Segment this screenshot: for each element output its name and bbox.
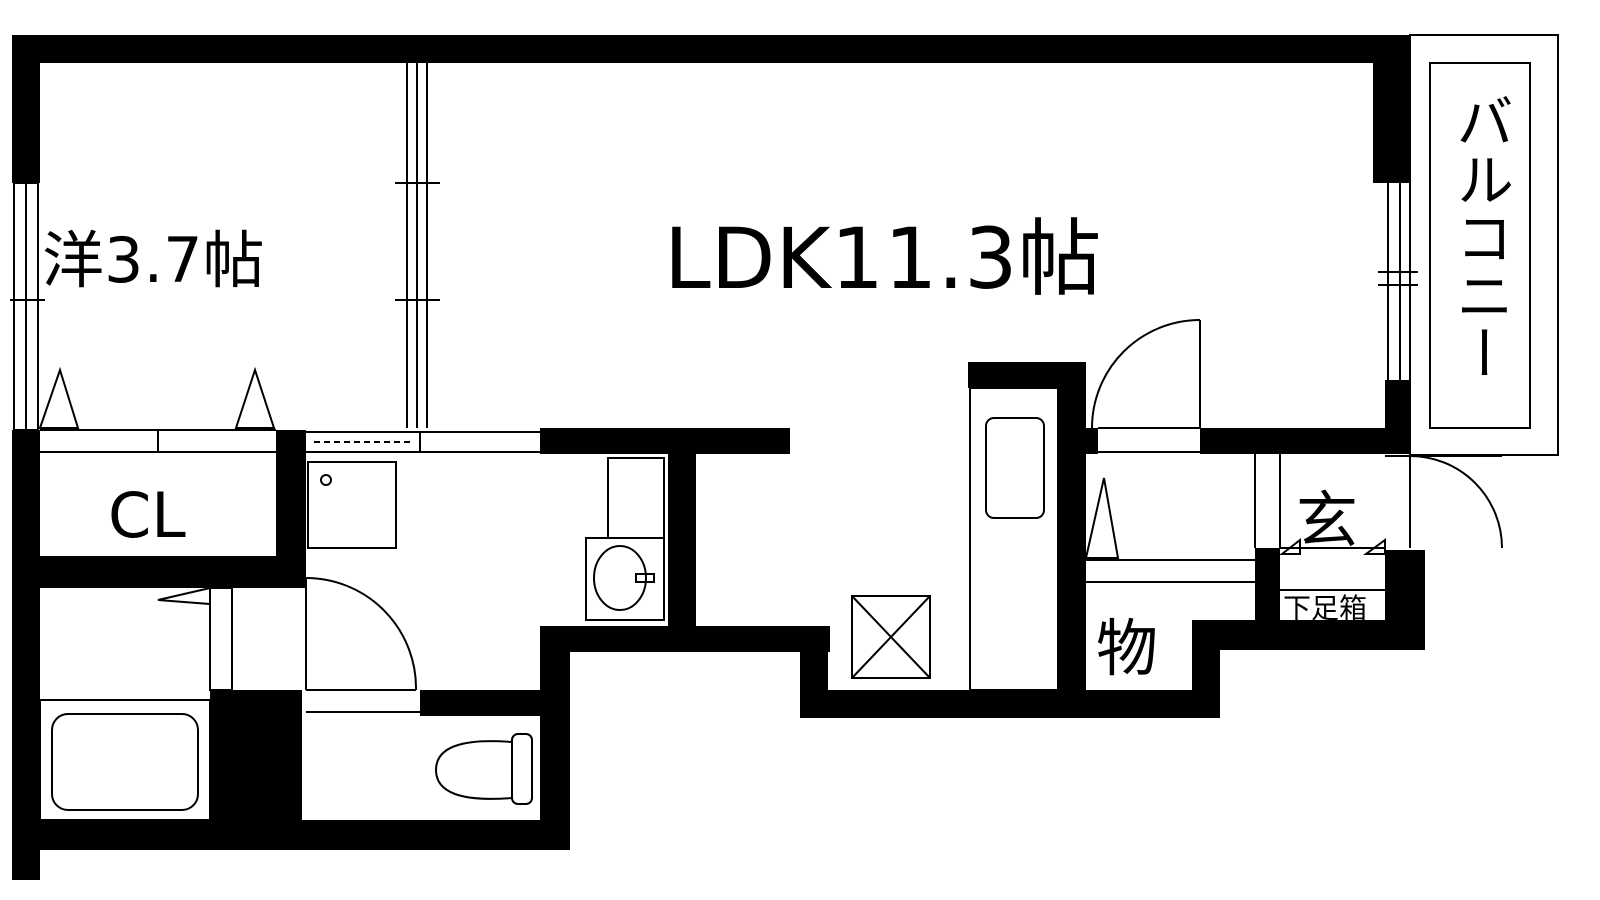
wall-storage-top [1058,428,1098,454]
wall-entrance-bottom [1192,620,1425,650]
storage-door-triangle [1084,477,1120,559]
vanity-basin [585,537,665,621]
wall-counter-right [1058,362,1086,718]
storage-label: 物 [1096,612,1158,685]
wall-step-left [540,626,570,850]
wall-kitchen-left [800,626,828,718]
balcony [1409,34,1559,456]
vanity-upper [607,457,665,539]
fixtures [10,34,1559,821]
shoe-box-door [1279,537,1301,555]
wall-left-lower [12,430,40,880]
wall-washroom-top [540,428,790,454]
wall-top [12,35,1410,63]
ldk-label: LDK11.3帖 [664,210,1102,308]
closet-label: CL [108,479,186,552]
pillar-top-right [1373,35,1410,183]
kitchen-sink [985,417,1045,519]
walls [12,35,1425,880]
balcony-label: バルコニー [1446,92,1514,382]
kitchen-counter [969,387,1059,691]
wall-toilet-top [420,690,570,716]
bath-door [209,587,233,691]
toilet [434,740,513,800]
wall-left-upper [12,35,40,183]
wall-kitchen-bottom [800,690,1220,718]
western-room-label: 洋3.7帖 [42,224,265,297]
wall-washroom-right [668,428,696,626]
shoe-box-label: 下足箱 [1283,592,1367,625]
wall-hall-top [1200,428,1410,454]
bathtub [51,713,199,811]
closet-door-triangle-left [38,366,80,429]
wall-step-top [540,626,830,652]
fridge-space [851,595,931,679]
entrance-door-swing [1409,455,1503,549]
wall-closet-right [276,430,306,588]
washer-pan [307,461,397,549]
bathroom-floor [39,699,211,821]
closet-door-triangle-right [234,366,276,429]
wall-shoebox-left [1255,548,1280,628]
wall-closet-bottom [12,556,302,588]
wall-bath-column [210,690,302,850]
entrance-label: 玄 [1296,484,1358,557]
